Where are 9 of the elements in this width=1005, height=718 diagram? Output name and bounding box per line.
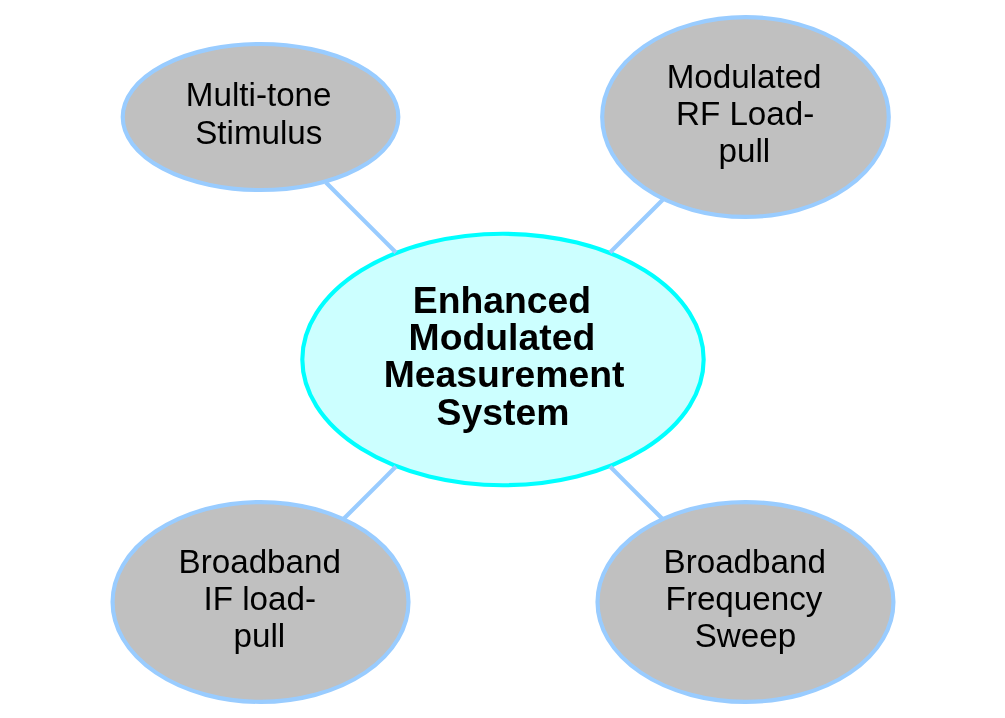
node-ellipse: Multi-tone Stimulus: [120, 41, 400, 192]
node-ellipse: Broadband Frequency Sweep: [594, 499, 895, 704]
connector: [323, 180, 397, 254]
connector: [608, 197, 664, 254]
connector: [608, 464, 664, 520]
node-ellipse: Modulated RF Load-pull: [599, 14, 891, 219]
node-ellipse: Enhanced Modulated Measurement System: [299, 231, 706, 487]
connector: [341, 464, 397, 520]
node-ellipse: Broadband IF load-pull: [110, 499, 411, 704]
